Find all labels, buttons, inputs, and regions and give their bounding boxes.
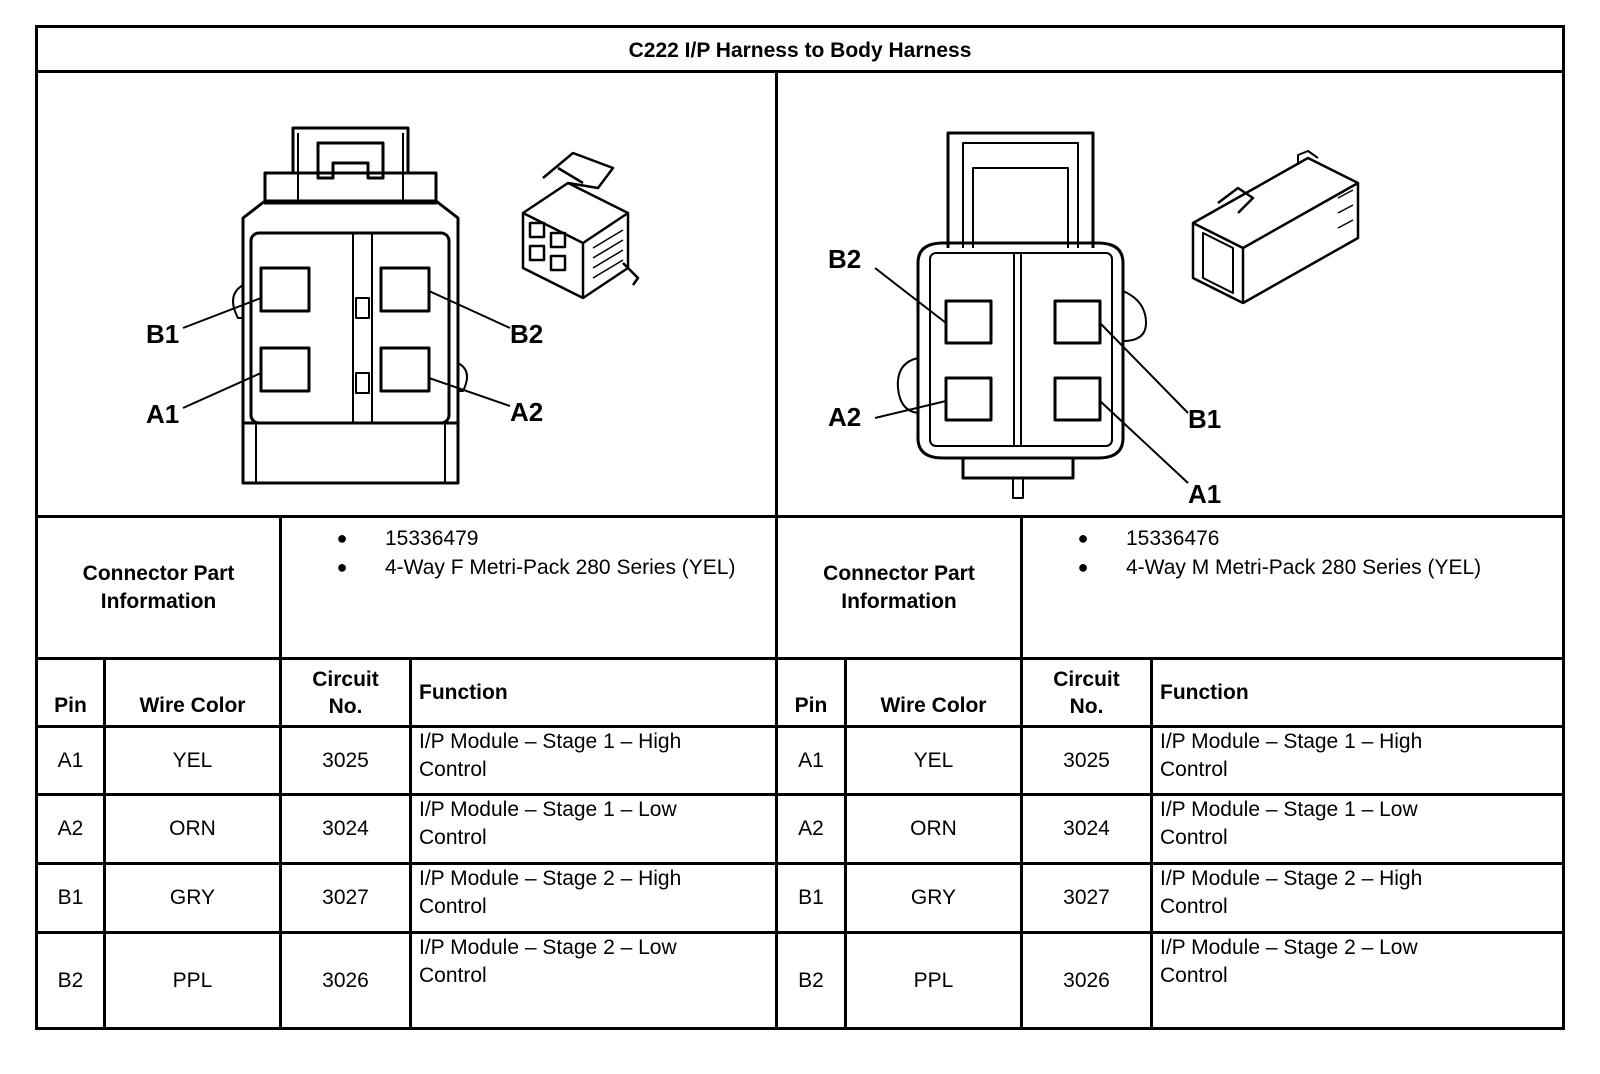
male-connector-diagram: B2 B1 A2 A1 <box>778 73 1562 515</box>
table-cell-color: YEL <box>913 748 954 772</box>
right-header-pin: Pin <box>794 694 828 717</box>
right-col-line-pin <box>844 657 847 1027</box>
right-header-wire-color: Wire Color <box>880 694 987 717</box>
connector-sheet: C222 I/P Harness to Body Harness <box>35 25 1565 1030</box>
table-cell-circuit: 3025 <box>1063 748 1110 772</box>
table-cell-color: GRY <box>169 886 216 909</box>
right-col-line-circuit <box>1150 657 1153 1027</box>
left-col-line-pin <box>103 657 106 1027</box>
list-item: ●4-Way F Metri-Pack 280 Series (YEL) <box>335 553 755 582</box>
label-a1: A1 <box>146 399 179 429</box>
list-item: ●4-Way M Metri-Pack 280 Series (YEL) <box>1076 553 1516 582</box>
right-connector-part-list: ●15336476 ●4-Way M Metri-Pack 280 Series… <box>1076 524 1516 582</box>
table-cell-color: ORN <box>169 817 216 840</box>
table-cell-color: PPL <box>913 968 954 992</box>
table-cell-pin: B1 <box>57 886 84 909</box>
label-a2: A2 <box>828 402 861 432</box>
right-header-function: Function <box>1160 680 1249 704</box>
table-cell-pin: B2 <box>798 968 824 992</box>
label-a2: A2 <box>510 397 543 427</box>
label-b2: B2 <box>510 319 543 349</box>
table-cell-circuit: 3027 <box>322 886 369 909</box>
row-divider-2 <box>38 862 1562 865</box>
right-cpi-line2: Information <box>841 589 957 613</box>
table-cell-circuit: 3026 <box>322 968 369 992</box>
left-header-wire-color: Wire Color <box>139 694 246 717</box>
label-b1: B1 <box>1188 404 1221 434</box>
header-divider <box>38 725 1562 728</box>
left-header-pin: Pin <box>54 694 87 717</box>
female-connector-diagram: B1 B2 A1 A2 <box>38 73 775 515</box>
right-col-line-cpi <box>1020 515 1023 1027</box>
bullet-icon: ● <box>1077 528 1089 548</box>
right-cpi-line1: Connector Part <box>823 561 975 585</box>
label-b1: B1 <box>146 319 179 349</box>
page-title: C222 I/P Harness to Body Harness <box>628 38 972 62</box>
left-col-line-circuit <box>409 657 412 1027</box>
info-divider <box>38 657 1562 660</box>
bullet-icon: ● <box>336 528 348 548</box>
left-header-function: Function <box>419 680 508 704</box>
list-item: ●15336479 <box>335 524 755 553</box>
bullet-icon: ● <box>336 557 348 577</box>
table-cell-circuit: 3025 <box>322 748 369 772</box>
table-cell-pin: B1 <box>798 886 824 909</box>
table-cell-pin: A2 <box>798 817 824 840</box>
table-cell-pin: A2 <box>57 817 84 840</box>
table-cell-pin: B2 <box>57 968 84 992</box>
table-cell-circuit: 3026 <box>1063 968 1110 992</box>
row-divider-1 <box>38 793 1562 796</box>
table-cell-color: YEL <box>172 748 213 772</box>
left-cpi-line1: Connector Part <box>82 561 235 585</box>
row-divider-3 <box>38 931 1562 934</box>
bullet-icon: ● <box>1077 557 1089 577</box>
table-cell-pin: A1 <box>798 748 824 772</box>
table-cell-circuit: 3027 <box>1063 886 1110 909</box>
left-col-line-cpi <box>279 515 282 1027</box>
title-divider <box>38 70 1562 73</box>
label-a1: A1 <box>1188 479 1221 509</box>
left-cpi-line2: Information <box>100 589 217 613</box>
diagram-divider <box>38 515 1562 518</box>
table-cell-color: GRY <box>910 886 957 909</box>
table-cell-color: PPL <box>172 968 213 992</box>
table-cell-pin: A1 <box>57 748 84 772</box>
label-b2: B2 <box>828 244 861 274</box>
left-connector-part-label: Connector Part Information <box>38 518 279 657</box>
left-connector-part-list: ●15336479 ●4-Way F Metri-Pack 280 Series… <box>335 524 755 582</box>
table-cell-color: ORN <box>910 817 957 840</box>
table-cell-circuit: 3024 <box>1063 817 1110 840</box>
table-cell-circuit: 3024 <box>322 817 369 840</box>
center-divider <box>775 70 778 1027</box>
list-item: ●15336476 <box>1076 524 1516 553</box>
right-connector-part-label: Connector Part Information <box>778 518 1020 657</box>
